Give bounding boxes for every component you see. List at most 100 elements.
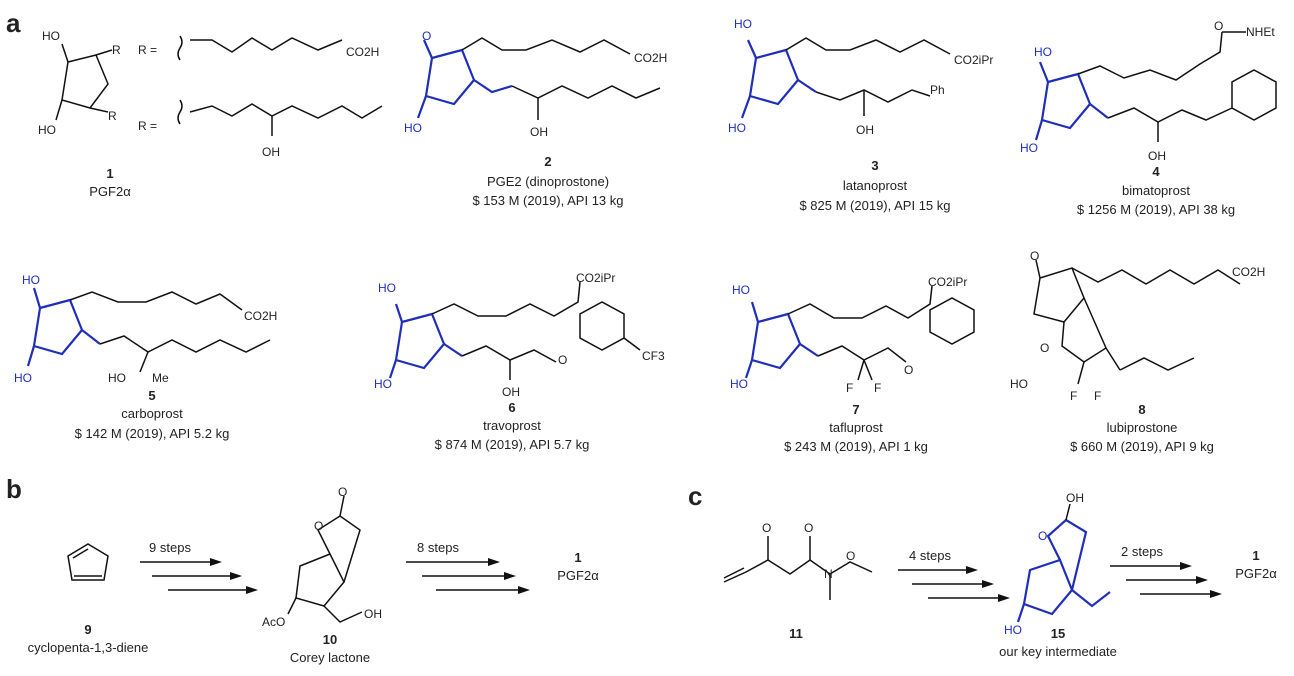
c2-label-1: HO <box>404 121 422 135</box>
structure-4: HO HO O NHEt OH 4 bimatoprost $ 1256 M (… <box>1020 19 1277 217</box>
structure-2: O HO CO2H OH 2 PGE2 (dinoprostone) $ 153… <box>404 29 667 208</box>
c5-number: 5 <box>148 388 155 403</box>
c-mid-label-0: O <box>1038 529 1047 543</box>
c1-label-5: R = <box>138 119 157 133</box>
c4-label-2: O <box>1214 19 1223 33</box>
c-start-label-2: N <box>824 567 833 581</box>
c-step2: 2 steps <box>1121 544 1163 559</box>
structure-5: HO HO CO2H HO Me 5 carboprost $ 142 M (2… <box>14 273 277 441</box>
c3-label-1: HO <box>728 121 746 135</box>
c2-label-3: OH <box>530 125 548 139</box>
structure-6: HO HO CO2iPr O CF3 OH 6 travoprost $ 874… <box>374 271 665 452</box>
b-mid-label-2: AcO <box>262 615 285 629</box>
structure-1: HO HO R R R = R = CO2H OH 1 PGF2α <box>38 29 383 199</box>
c1-label-7: OH <box>262 145 280 159</box>
c1-name: PGF2α <box>89 184 131 199</box>
c6-name: travoprost <box>483 418 541 433</box>
c2-label-2: CO2H <box>634 51 667 65</box>
c6-label-2: CO2iPr <box>576 271 615 285</box>
c6-market: $ 874 M (2019), API 5.7 kg <box>435 437 590 452</box>
c7-label-2: CO2iPr <box>928 275 967 289</box>
c6-label-1: HO <box>374 377 392 391</box>
b-mid-label-0: O <box>314 519 323 533</box>
c-mid-label-1: OH <box>1066 491 1084 505</box>
c1-label-1: HO <box>38 123 56 137</box>
c5-label-1: HO <box>14 371 32 385</box>
c-step1: 4 steps <box>909 548 951 563</box>
b-start-number: 9 <box>84 622 91 637</box>
c1-label-0: HO <box>42 29 60 43</box>
c6-label-4: CF3 <box>642 349 665 363</box>
c1-label-4: R = <box>138 43 157 57</box>
c3-label-2: CO2iPr <box>954 53 993 67</box>
route-c: O O N O 11 4 steps O OH HO 15 our key in… <box>723 491 1277 659</box>
c-mid-number: 15 <box>1051 626 1065 641</box>
c6-label-5: OH <box>502 385 520 399</box>
c8-market: $ 660 M (2019), API 9 kg <box>1070 439 1214 454</box>
c7-name: tafluprost <box>829 420 883 435</box>
c7-label-3: O <box>904 363 913 377</box>
structure-8: O CO2H O HO F F 8 lubiprostone $ 660 M (… <box>1010 249 1265 454</box>
structure-3: HO HO CO2iPr Ph OH 3 latanoprost $ 825 M… <box>728 17 993 213</box>
c3-name: latanoprost <box>843 178 908 193</box>
c3-number: 3 <box>871 158 878 173</box>
c3-label-0: HO <box>734 17 752 31</box>
b-mid-name: Corey lactone <box>290 650 370 665</box>
c5-label-2: CO2H <box>244 309 277 323</box>
b-product-name: PGF2α <box>557 568 599 583</box>
c4-label-3: NHEt <box>1246 25 1275 39</box>
c1-label-6: CO2H <box>346 45 379 59</box>
c2-label-0: O <box>422 29 431 43</box>
c-start-label-1: O <box>804 521 813 535</box>
b-step1: 9 steps <box>149 540 191 555</box>
c7-label-5: F <box>874 381 881 395</box>
c8-label-4: F <box>1070 389 1077 403</box>
c8-label-0: O <box>1030 249 1039 263</box>
b-mid-label-3: OH <box>364 607 382 621</box>
c4-label-4: OH <box>1148 149 1166 163</box>
panel-label-b: b <box>6 474 22 504</box>
c3-market: $ 825 M (2019), API 15 kg <box>799 198 950 213</box>
c4-market: $ 1256 M (2019), API 38 kg <box>1077 202 1235 217</box>
c-start-number: 11 <box>789 626 803 641</box>
c-product-name: PGF2α <box>1235 566 1277 581</box>
c1-label-2: R <box>112 43 121 57</box>
c1-number: 1 <box>106 166 113 181</box>
c7-label-4: F <box>846 381 853 395</box>
c8-label-1: CO2H <box>1232 265 1265 279</box>
c-mid-label-2: HO <box>1004 623 1022 637</box>
c3-label-4: OH <box>856 123 874 137</box>
c-start-label-3: O <box>846 549 855 563</box>
c-mid-name: our key intermediate <box>999 644 1117 659</box>
c-product-number: 1 <box>1252 548 1259 563</box>
c4-label-1: HO <box>1020 141 1038 155</box>
c6-number: 6 <box>508 400 515 415</box>
b-start-name: cyclopenta-1,3-diene <box>28 640 149 655</box>
c1-label-3: R <box>108 109 117 123</box>
c8-label-5: F <box>1094 389 1101 403</box>
c8-name: lubiprostone <box>1107 420 1178 435</box>
c4-number: 4 <box>1152 164 1160 179</box>
panel-label-c: c <box>688 481 702 511</box>
c5-label-0: HO <box>22 273 40 287</box>
c2-name: PGE2 (dinoprostone) <box>487 174 609 189</box>
c3-label-3: Ph <box>930 83 945 97</box>
c6-label-3: O <box>558 353 567 367</box>
c7-label-0: HO <box>732 283 750 297</box>
c2-market: $ 153 M (2019), API 13 kg <box>472 193 623 208</box>
c5-name: carboprost <box>121 406 183 421</box>
c4-name: bimatoprost <box>1122 183 1190 198</box>
c-start-label-0: O <box>762 521 771 535</box>
b-mid-label-1: O <box>338 485 347 499</box>
c7-number: 7 <box>852 402 859 417</box>
b-step2: 8 steps <box>417 540 459 555</box>
c5-label-3: HO <box>108 371 126 385</box>
c8-label-3: HO <box>1010 377 1028 391</box>
c8-label-2: O <box>1040 341 1049 355</box>
c4-label-0: HO <box>1034 45 1052 59</box>
c5-label-4: Me <box>152 371 169 385</box>
c6-label-0: HO <box>378 281 396 295</box>
c5-market: $ 142 M (2019), API 5.2 kg <box>75 426 230 441</box>
c7-label-1: HO <box>730 377 748 391</box>
